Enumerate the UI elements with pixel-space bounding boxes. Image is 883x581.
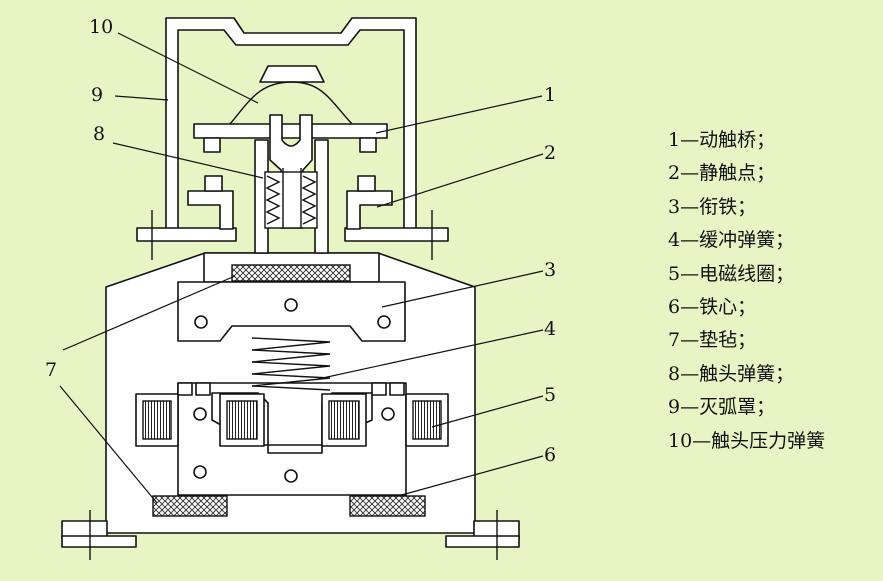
callout-6: 6 xyxy=(544,444,556,466)
static-contact-left xyxy=(187,190,234,230)
flange-left xyxy=(136,227,237,242)
arc-chute xyxy=(165,17,417,233)
buffer-spring xyxy=(251,337,331,391)
foot-right-plate xyxy=(445,535,520,548)
legend-item: 7—垫毡； xyxy=(668,329,757,352)
legend-item: 1—动触桥； xyxy=(668,129,776,151)
callout-10: 10 xyxy=(89,16,113,38)
contact-bridge xyxy=(193,123,388,139)
callout-2: 2 xyxy=(544,142,556,164)
legend-item: 4—缓冲弹簧； xyxy=(668,229,795,252)
felt-pad-right xyxy=(349,495,426,517)
contact-spring-box xyxy=(264,171,318,229)
foot-left-plate xyxy=(61,535,137,548)
coil-left xyxy=(142,400,172,440)
bridge-bolt-left xyxy=(203,137,221,153)
legend-item: 10—触头压力弹簧 xyxy=(668,429,826,452)
contact-spring-left xyxy=(265,175,281,225)
bridge-bolt-right xyxy=(359,137,377,153)
coil-inner-right xyxy=(328,400,360,440)
felt-pad-left xyxy=(152,495,228,517)
top-cap xyxy=(259,65,325,83)
pressure-spring xyxy=(229,81,353,125)
callout-8: 8 xyxy=(93,123,105,145)
callout-9: 9 xyxy=(91,84,103,106)
legend-item: 8—触头弹簧； xyxy=(668,362,795,385)
legend-item: 9—灭弧罩； xyxy=(668,396,776,419)
legend-item: 5—电磁线圈； xyxy=(668,262,795,285)
plunger-stem xyxy=(282,168,302,228)
static-contact-right xyxy=(346,190,393,230)
legend-item: 3—衔铁； xyxy=(668,195,757,218)
callout-7: 7 xyxy=(45,359,57,381)
contact-spring-right xyxy=(301,175,317,225)
parts-legend: 1—动触桥； 2—静触点； 3—衔铁； 4—缓冲弹簧； 5—电磁线圈； 6—铁心… xyxy=(668,124,825,458)
callout-1: 1 xyxy=(544,84,556,106)
flange-right xyxy=(344,227,449,242)
callout-5: 5 xyxy=(544,384,556,406)
contact-block-left xyxy=(204,175,223,192)
callout-3: 3 xyxy=(544,259,556,281)
contact-block-right xyxy=(357,175,376,192)
coil-inner-left xyxy=(226,400,258,440)
coil-right xyxy=(412,400,442,440)
felt-pad-top xyxy=(231,264,351,282)
legend-item: 2—静触点； xyxy=(668,162,776,185)
legend-item: 6—铁心； xyxy=(668,295,757,318)
callout-4: 4 xyxy=(544,318,556,340)
